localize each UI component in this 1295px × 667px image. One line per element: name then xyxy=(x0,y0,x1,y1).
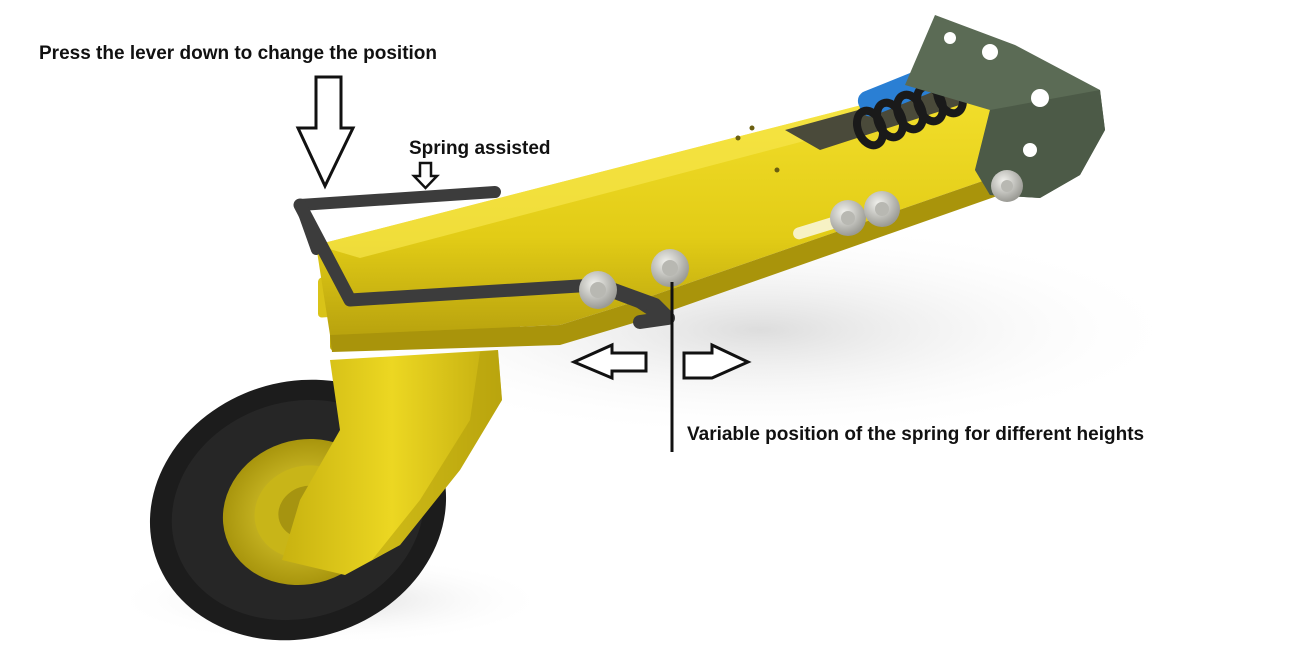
bracket-hole xyxy=(1023,143,1037,157)
bolt xyxy=(991,170,1023,202)
lever-annotation: Press the lever down to change the posit… xyxy=(39,43,438,64)
bolt xyxy=(864,191,900,227)
bracket-hole xyxy=(1031,89,1049,107)
bolt xyxy=(830,200,866,236)
lever-down-arrow-icon xyxy=(295,75,356,190)
arm-hole xyxy=(749,125,755,131)
fork-leg xyxy=(282,350,502,575)
right-arrow-icon xyxy=(682,342,752,380)
arm-hole xyxy=(735,135,741,141)
bracket-hole xyxy=(944,32,956,44)
spring-down-arrow-icon xyxy=(411,161,440,190)
bracket-hole xyxy=(982,44,998,60)
main-arm xyxy=(316,90,1000,335)
arm-hole xyxy=(774,167,780,173)
left-arrow-icon xyxy=(570,342,648,381)
variable-position-annotation: Variable position of the spring for diff… xyxy=(687,424,1145,445)
bolt xyxy=(579,271,617,309)
bolt xyxy=(651,249,689,287)
spring-annotation: Spring assisted xyxy=(409,138,551,159)
